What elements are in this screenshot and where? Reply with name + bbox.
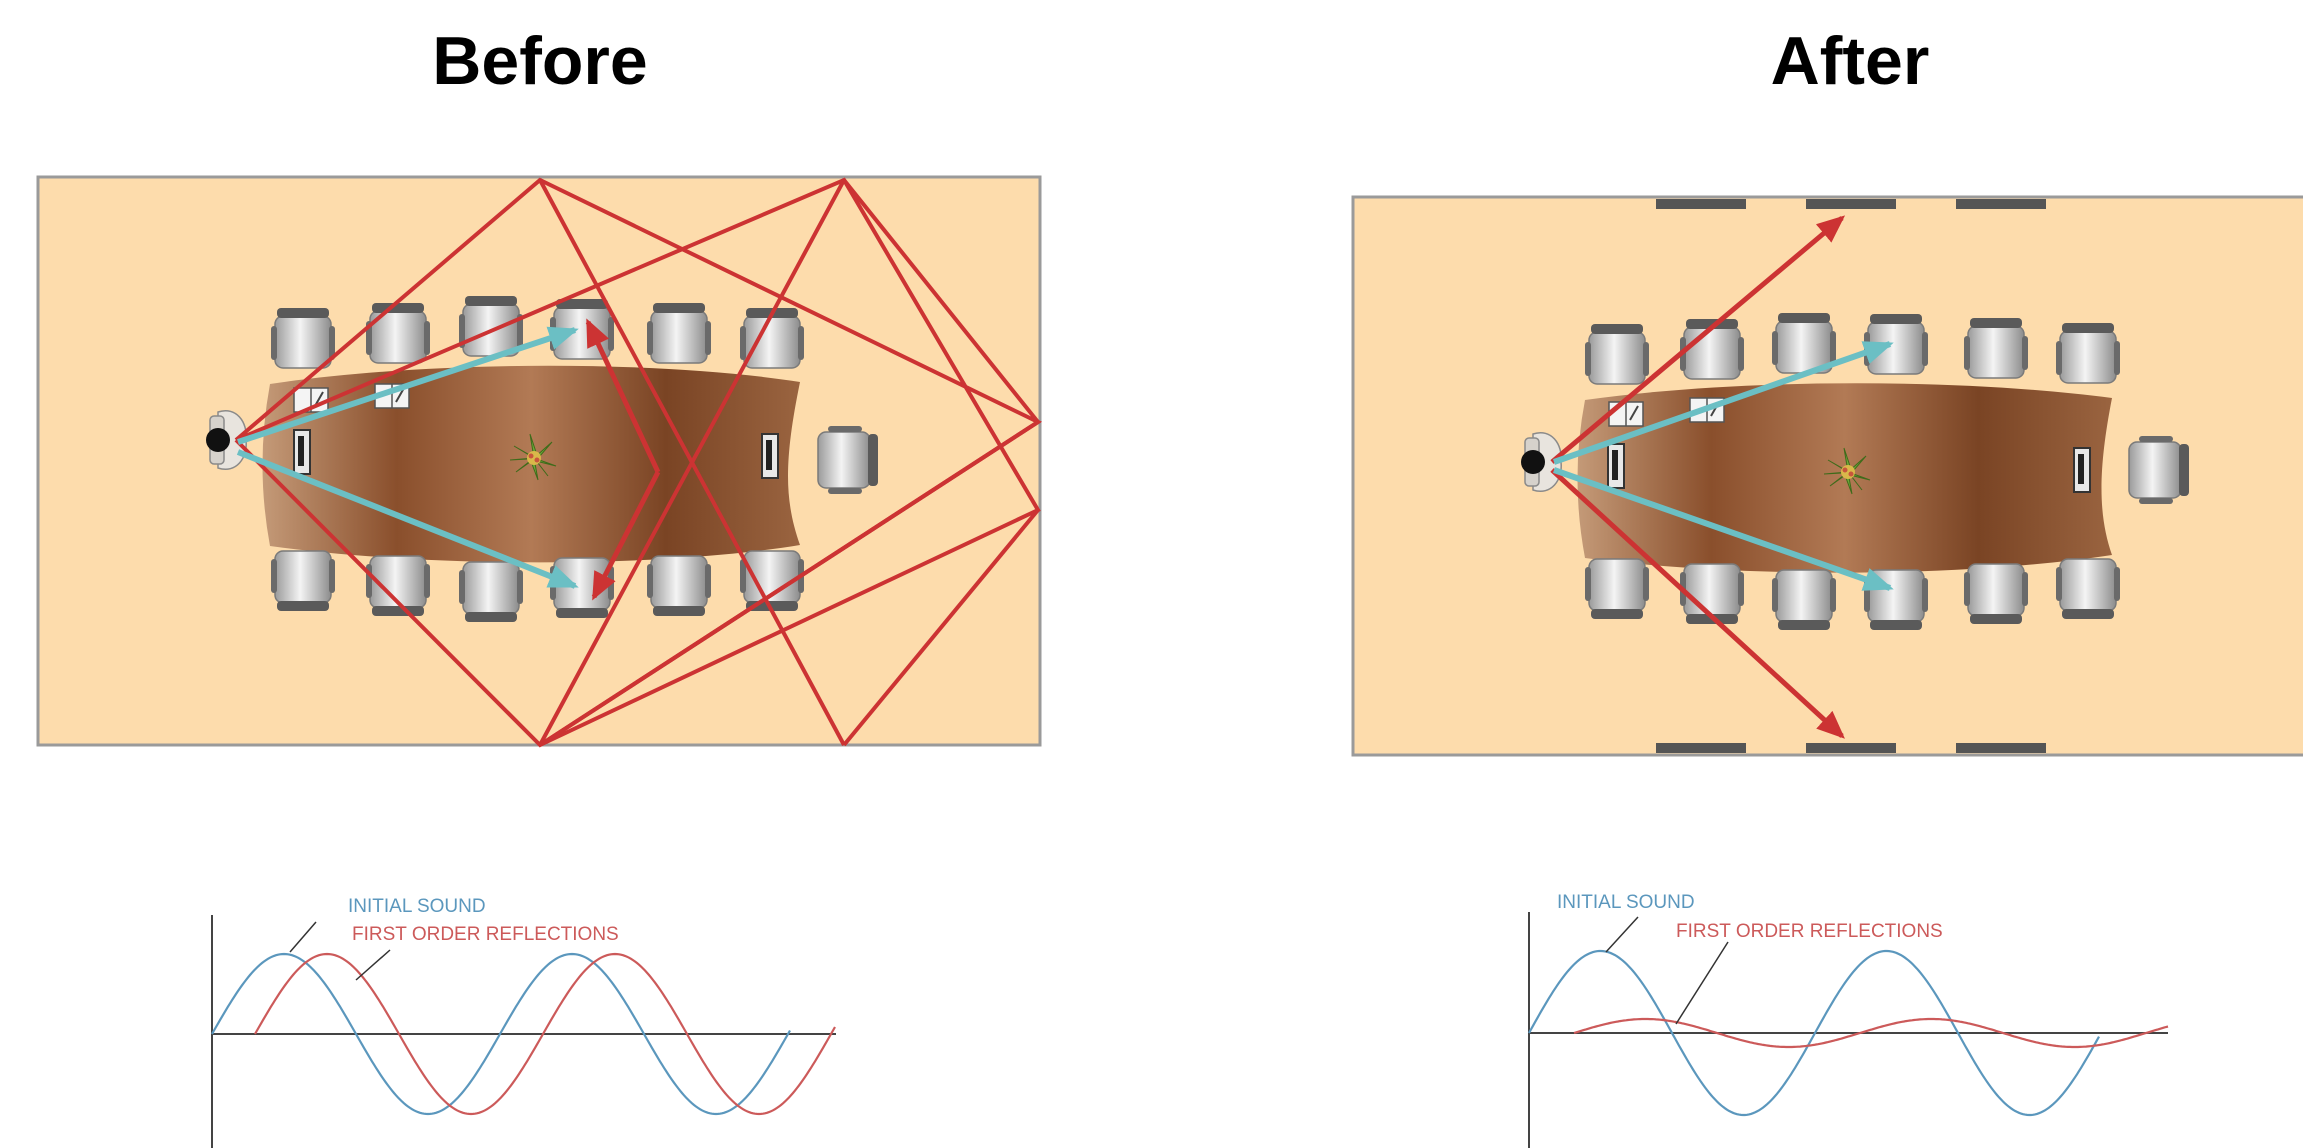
after-room	[1351, 195, 2303, 757]
after-title: After	[1770, 23, 1930, 99]
before-wave-graph: INITIAL SOUND FIRST ORDER REFLECTIONS	[211, 896, 836, 1148]
acoustic-panel-icon	[1656, 199, 2046, 753]
before-initial-leader	[289, 921, 317, 953]
after-initial-wave	[1528, 949, 2100, 1117]
before-reflection-leader	[355, 949, 391, 981]
after-reflection-label: FIRST ORDER REFLECTIONS	[1676, 921, 1943, 942]
after-reflection-arrows	[1550, 215, 1846, 739]
after-direct-arrows	[1553, 341, 1894, 591]
before-reflection-label: FIRST ORDER REFLECTIONS	[352, 924, 619, 945]
before-direct-arrows	[236, 326, 579, 589]
after-initial-leader	[1605, 916, 1639, 953]
before-room	[36, 175, 1043, 748]
before-reflection-paths	[234, 177, 1043, 748]
before-reflection-arrows	[585, 318, 661, 601]
after-reflection-wave	[1573, 1017, 2169, 1049]
after-initial-label: INITIAL SOUND	[1557, 892, 1695, 913]
before-initial-wave	[211, 952, 791, 1116]
before-initial-label: INITIAL SOUND	[348, 896, 486, 917]
after-reflection-leader	[1675, 941, 1729, 1025]
after-wave-graph: INITIAL SOUND FIRST ORDER REFLECTIONS	[1528, 892, 2169, 1148]
before-reflection-wave	[254, 952, 836, 1116]
before-title: Before	[432, 23, 648, 99]
